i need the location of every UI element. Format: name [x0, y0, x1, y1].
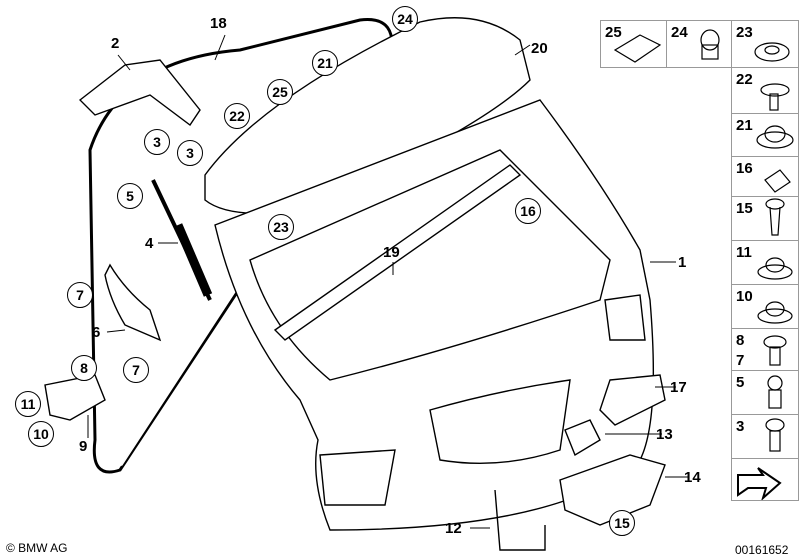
circled-callout-16: 16	[515, 198, 541, 224]
circled-callout-15: 15	[609, 510, 635, 536]
callout-4: 4	[145, 235, 154, 252]
callout-6: 6	[92, 324, 101, 341]
circled-callout-8: 8	[71, 355, 97, 381]
circled-callout-21: 21	[312, 50, 338, 76]
part-number: 15	[736, 200, 753, 217]
part-number: 21	[736, 117, 753, 134]
circled-callout-22: 22	[224, 103, 250, 129]
part-number: 3	[736, 418, 745, 435]
part-number: 16	[736, 160, 753, 177]
circled-callout-7: 7	[123, 357, 149, 383]
circled-callout-3: 3	[177, 140, 203, 166]
diagram-number: 00161652	[735, 543, 789, 557]
part-number: 10	[736, 288, 753, 305]
part-number: 8	[736, 332, 745, 349]
callout-14: 14	[684, 469, 701, 486]
circled-callout-23: 23	[268, 214, 294, 240]
circled-callout-24: 24	[392, 6, 418, 32]
callout-19: 19	[383, 244, 400, 261]
circled-callout-11: 11	[15, 391, 41, 417]
circled-callout-25: 25	[267, 79, 293, 105]
circled-callout-10: 10	[28, 421, 54, 447]
part-number: 23	[736, 24, 753, 41]
part-number: 7	[736, 352, 745, 369]
part-number: 25	[605, 24, 622, 41]
callout-20: 20	[531, 40, 548, 57]
circled-callout-5: 5	[117, 183, 143, 209]
circled-callout-7: 7	[67, 282, 93, 308]
callout-18: 18	[210, 15, 227, 32]
callout-1: 1	[678, 254, 687, 271]
callout-9: 9	[79, 438, 88, 455]
callout-17: 17	[670, 379, 687, 396]
circled-callout-3: 3	[144, 129, 170, 155]
part-number: 22	[736, 71, 753, 88]
callout-12: 12	[445, 520, 462, 537]
copyright-text: © BMW AG	[6, 541, 68, 555]
part-number: 5	[736, 374, 745, 391]
part-number: 24	[671, 24, 688, 41]
part-number: 11	[736, 244, 752, 261]
callout-2: 2	[111, 35, 120, 52]
callout-13: 13	[656, 426, 673, 443]
